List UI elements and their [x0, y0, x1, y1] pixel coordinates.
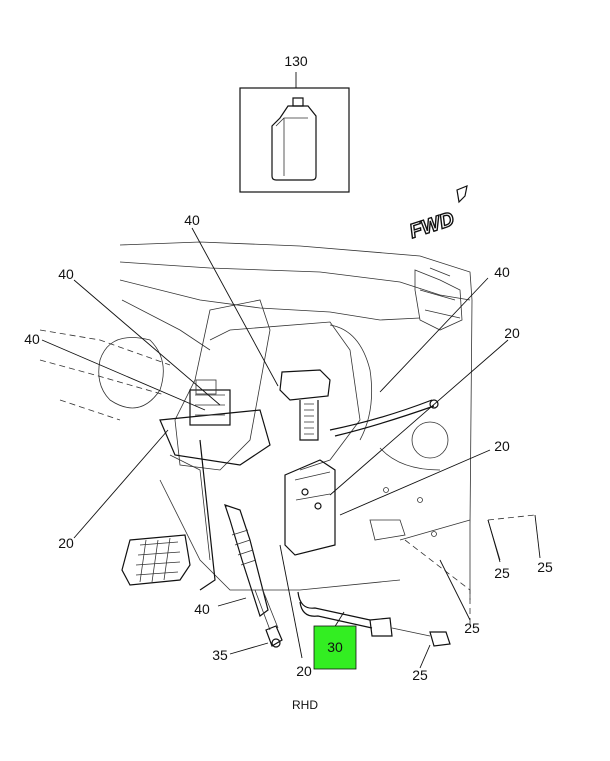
- callout-20[interactable]: 20: [494, 438, 510, 454]
- callout-25[interactable]: 25: [464, 620, 480, 636]
- forward-arrow-icon: [456, 185, 468, 204]
- pedal-bracket: [284, 459, 336, 556]
- clutch-reservoir: [279, 369, 331, 441]
- clutch-pedal: [121, 409, 271, 591]
- callout-25[interactable]: 25: [494, 565, 510, 581]
- highlight-box-30[interactable]: [313, 625, 357, 670]
- callout-20[interactable]: 20: [58, 535, 74, 551]
- callout-40[interactable]: 40: [58, 266, 74, 282]
- callout-35[interactable]: 35: [212, 647, 228, 663]
- dash-panel-outline: [39, 241, 473, 600]
- callout-labels: 130 40 40 40 40 20 20 20 20 40 35 30 25 …: [24, 53, 553, 683]
- callout-20[interactable]: 20: [296, 663, 312, 679]
- pedal-box: [189, 379, 231, 426]
- master-cylinder: [224, 504, 283, 648]
- callout-40[interactable]: 40: [194, 601, 210, 617]
- callout-25[interactable]: 25: [537, 559, 553, 575]
- fluid-bottle-icon: [271, 97, 317, 181]
- fluid-bottle-inset: [239, 87, 350, 193]
- forward-direction-indicator: FWD: [406, 185, 468, 244]
- callout-25[interactable]: 25: [412, 667, 428, 683]
- callout-20[interactable]: 20: [504, 325, 520, 341]
- callout-130[interactable]: 130: [284, 53, 308, 69]
- leader-lines: [41, 72, 541, 669]
- callout-40[interactable]: 40: [24, 331, 40, 347]
- view-label: RHD: [292, 698, 318, 712]
- fwd-label: FWD: [407, 208, 457, 243]
- clutch-hose: [297, 591, 451, 647]
- callout-30[interactable]: 30: [327, 639, 343, 655]
- callout-40[interactable]: 40: [494, 264, 510, 280]
- callout-40[interactable]: 40: [184, 212, 200, 228]
